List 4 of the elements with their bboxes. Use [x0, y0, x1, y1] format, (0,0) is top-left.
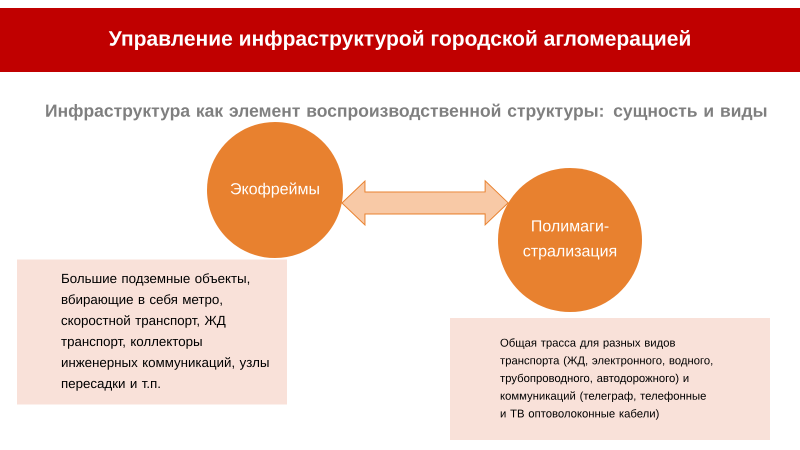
text-box: Общая трасса для разных видов транспорта (ЖД, электронного, водного, трубопроводного, автодорожного) и коммуникаций (телеграф, телефонные и ТВ оптоволоконные кабели): [450, 318, 770, 440]
title-banner: Управление инфраструктурой городской агломерацией: [0, 8, 800, 72]
text-box: Большие подземные объекты, вбирающие в себя метро, скоростной транспорт, ЖД транспорт, коллекторы инженерных коммуникаций, узлы пересадки и т.п.: [17, 260, 287, 404]
subtitle: Инфраструктура как элемент воспроизводственной структуры: сущность и виды: [46, 104, 766, 120]
